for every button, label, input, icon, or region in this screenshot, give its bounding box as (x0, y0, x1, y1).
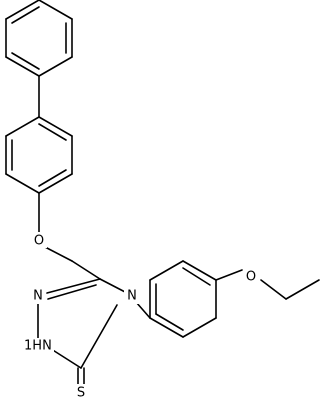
top-phenyl-ring (5, 0, 73, 77)
svg-text:O: O (34, 234, 44, 249)
oxygen-ch2-bond (44, 246, 73, 262)
ether-oxygen-label: O (31, 232, 47, 249)
ch2-triazole-bond (71, 260, 101, 280)
svg-text:S: S (77, 386, 85, 401)
svg-text:N: N (42, 339, 52, 354)
thione-double-bond (77, 367, 85, 385)
thione-sulfur-label: S (73, 384, 89, 401)
middle-phenyl-ring (5, 116, 73, 194)
svg-text:N: N (33, 289, 43, 304)
triazole-n2-label: N (30, 288, 46, 304)
ethoxyphenyl-ring (149, 260, 217, 338)
triazole-nh-label: 1H N (20, 338, 54, 354)
ethoxy-oxygen-label: O (243, 268, 259, 285)
triazole-ring (37, 278, 128, 369)
n-aryl-bond (135, 301, 151, 319)
aryl-ethoxy-oxygen-bond (215, 269, 243, 281)
svg-text:O: O (246, 270, 256, 285)
oxygen-ethyl-bond (260, 279, 287, 300)
svg-text:1H: 1H (24, 339, 42, 354)
triazole-n4-label: N (124, 288, 140, 304)
svg-text:N: N (127, 289, 137, 304)
ethyl-terminal-bond (285, 279, 320, 300)
